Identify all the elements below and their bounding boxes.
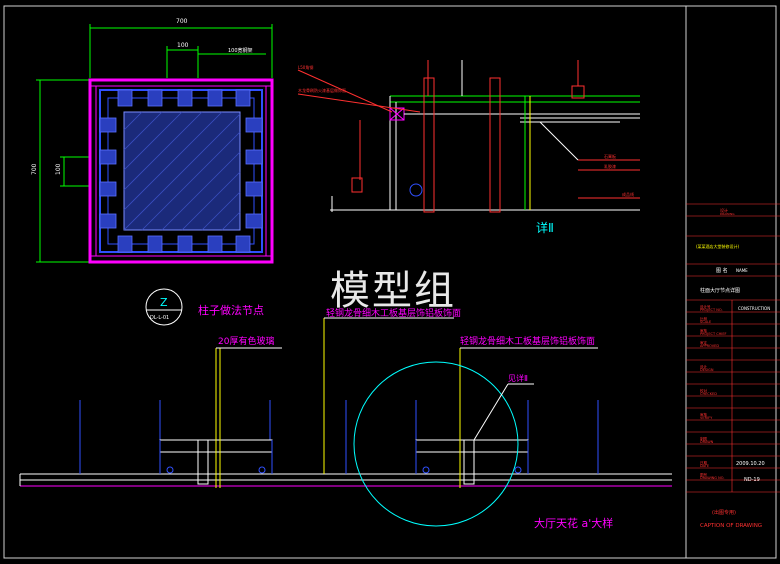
tb-field-7: APPROVED <box>700 344 719 348</box>
section-right-note-1: 石膏板 <box>604 153 616 159</box>
dim-note: 100宽钢架 <box>228 47 253 54</box>
tb-field-17: DATE <box>700 464 709 468</box>
tb-field-15: DRAWN <box>700 440 714 444</box>
tb-field-11: CHECKED <box>700 392 717 396</box>
elev-label-detail: 见详Ⅱ <box>508 373 528 383</box>
elev-label-right: 轻钢龙骨细木工板基层饰铝板饰面 <box>460 335 595 347</box>
tb-drawing-no: ND-19 <box>744 477 760 483</box>
dim-overall-width: 700 <box>176 18 188 25</box>
watermark-text: 模型组 <box>330 268 456 314</box>
column-plan-caption: 柱子做法节点 <box>198 303 264 317</box>
tb-date: 2009.10.20 <box>736 461 765 467</box>
tb-project: (某某酒店大堂装修设计) <box>696 243 740 249</box>
elev-label-glass: 20厚有色玻璃 <box>218 335 274 347</box>
tb-fields: 设计号 PROJECT NO. 比例 SCALE 审核 PROJECT CHIE… <box>700 304 727 480</box>
tb-name-label-en: NAME <box>736 268 748 273</box>
dim-width-inner: 100 <box>177 42 189 49</box>
tb-field-8: 设计 <box>700 364 708 369</box>
tb-field-4: 审核 <box>700 328 708 333</box>
section-detail <box>297 60 640 213</box>
tb-field-1: PROJECT NO. <box>700 308 723 312</box>
tb-row1: 设计 <box>720 207 728 213</box>
ceiling-elevation <box>19 317 672 527</box>
tb-drawing-category: CONSTRUCTION <box>738 306 770 311</box>
dim-overall-height: 700 <box>31 163 38 175</box>
section-symbol-letter: Z <box>160 296 168 309</box>
tb-field-13: VERIFY <box>700 416 713 420</box>
tb-field-12: 审核 <box>700 412 708 417</box>
tb-field-16: 日期 <box>700 460 708 465</box>
section-right-note-2: 乳胶漆 <box>604 163 616 169</box>
tb-stamp-label: (出图专用) <box>712 509 736 516</box>
section-symbol-sheet: DL-L-01 <box>150 315 169 321</box>
tb-row1b: DRAWING <box>720 212 735 216</box>
column-plan <box>36 24 274 264</box>
tb-field-14: 制图 <box>700 436 708 441</box>
tb-caption-en: CAPTION OF DRAWING <box>700 523 762 529</box>
elevation-caption: 大厅天花 a'大样 <box>534 516 613 530</box>
tb-drawing-name: 柱面大厅节点详图 <box>700 287 740 294</box>
section-note-1: L50角钢 <box>298 64 313 70</box>
tb-field-19: DRAWING NO. <box>700 476 724 480</box>
elev-label-top-left: 轻钢龙骨细木工板基层饰铝板饰面 <box>326 307 461 319</box>
tb-field-6: 审定 <box>700 340 708 345</box>
title-block <box>686 203 780 493</box>
tb-field-2: 比例 <box>700 316 708 321</box>
tb-field-5: PROJECT CHIEF <box>700 332 727 336</box>
dim-height-inner: 100 <box>55 163 62 175</box>
tb-field-10: 校对 <box>700 388 708 393</box>
section-detail-label: 详Ⅱ <box>536 220 554 235</box>
tb-name-label: 图 名 <box>716 267 728 274</box>
tb-field-0: 设计号 <box>700 304 711 309</box>
tb-field-9: DESIGN <box>700 368 714 372</box>
section-symbol <box>145 288 183 326</box>
drawing-border <box>3 5 777 559</box>
section-right-note-3: 成品线 <box>622 191 634 197</box>
tb-field-18: 图号 <box>700 472 708 477</box>
section-note-2: 木龙骨刷防火漆基层做饰面 <box>298 87 346 93</box>
tb-field-3: SCALE <box>700 320 711 324</box>
